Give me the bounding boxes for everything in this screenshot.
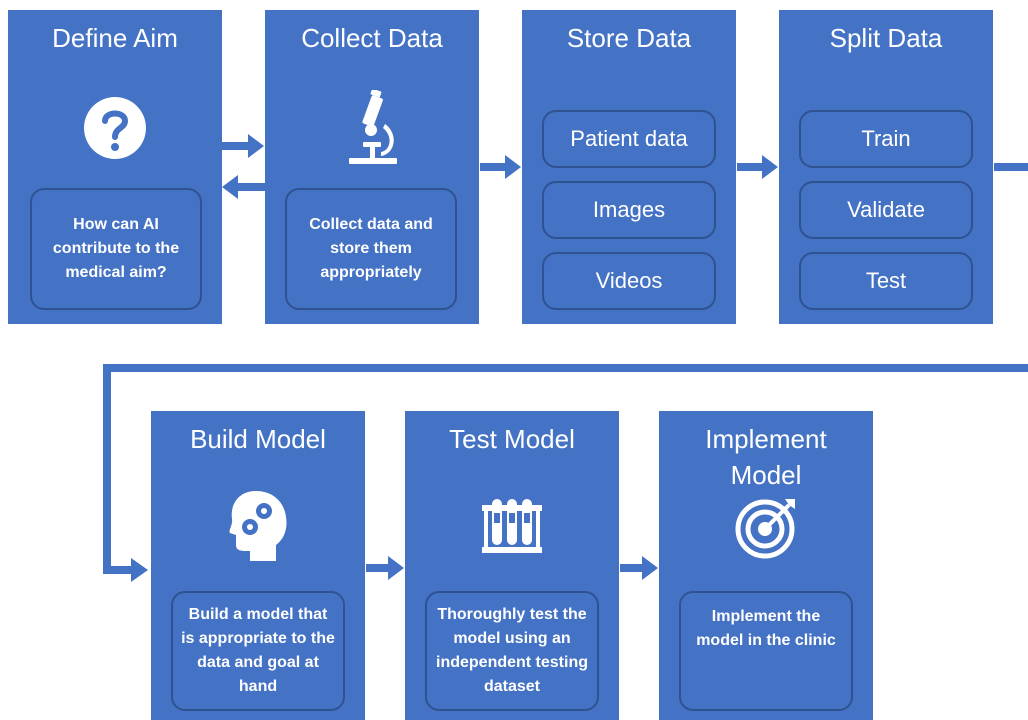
step-description: Implement the model in the clinic	[679, 591, 853, 711]
arrow-build-to-test	[366, 564, 390, 572]
step-title: Collect Data	[301, 23, 443, 53]
step-title: Store Data	[566, 23, 692, 53]
step-title: Build Model	[190, 424, 326, 454]
step-collect-data: Collect Data Collect data and store them…	[265, 10, 479, 324]
step-description: How can AI contribute to the medical aim…	[30, 188, 202, 310]
step-implement-model: Implement Model Implement the model in t…	[659, 411, 873, 720]
arrow-collect-to-define	[238, 183, 265, 191]
step-build-model: Build Model Build a model that is approp…	[151, 411, 365, 720]
arrow-build-to-test-head	[388, 556, 404, 580]
list-item: Videos	[542, 252, 716, 310]
head-gears-icon	[226, 489, 290, 561]
list-item: Images	[542, 181, 716, 239]
question-icon	[83, 96, 147, 160]
step-description: Collect data and store them appropriatel…	[285, 188, 457, 310]
arrow-define-to-collect-head	[248, 134, 264, 158]
step-title: Test Model	[449, 424, 575, 454]
connector-into-build	[103, 566, 133, 574]
test-tubes-icon	[482, 497, 542, 553]
arrow-store-to-split-head	[762, 155, 778, 179]
step-store-data: Store Data Patient data Images Videos	[522, 10, 736, 324]
arrow-collect-to-store-head	[505, 155, 521, 179]
target-icon	[735, 495, 799, 559]
list-item: Patient data	[542, 110, 716, 168]
step-description: Build a model that is appropriate to the…	[171, 591, 345, 711]
connector-down-line	[103, 364, 111, 574]
step-split-data: Split Data Train Validate Test	[779, 10, 993, 324]
step-title: Define Aim	[52, 23, 178, 53]
arrow-into-build-head	[131, 558, 148, 582]
microscope-icon	[345, 88, 401, 166]
arrow-define-to-collect	[222, 142, 248, 150]
list-item: Test	[799, 252, 973, 310]
arrow-test-to-implement	[620, 564, 644, 572]
arrow-store-to-split	[737, 163, 764, 171]
step-test-model: Test Model Thoroughly test the model usi…	[405, 411, 619, 720]
arrow-collect-to-define-head	[222, 175, 238, 199]
list-item: Train	[799, 110, 973, 168]
step-define-aim: Define Aim How can AI contribute to the …	[8, 10, 222, 324]
step-description: Thoroughly test the model using an indep…	[425, 591, 599, 711]
connector-split-out	[994, 163, 1028, 171]
step-title: Split Data	[829, 23, 943, 53]
step-title: Implement Model	[705, 424, 827, 490]
connector-return-line	[103, 364, 1028, 372]
arrow-test-to-implement-head	[642, 556, 658, 580]
list-item: Validate	[799, 181, 973, 239]
arrow-collect-to-store	[480, 163, 507, 171]
